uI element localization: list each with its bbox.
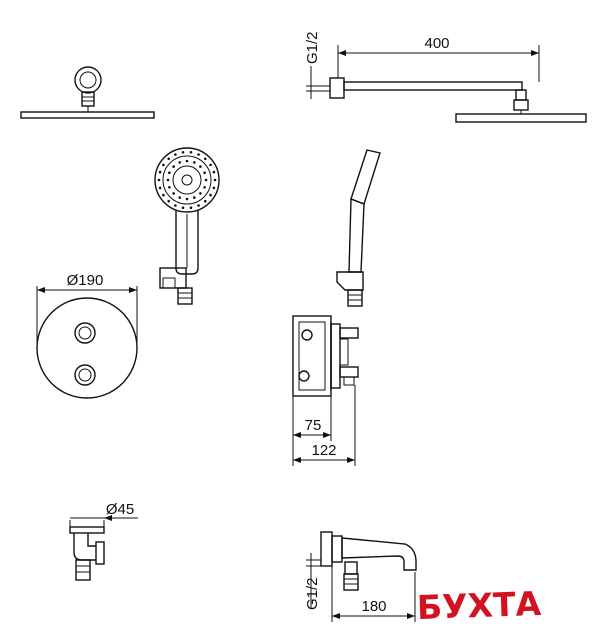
spout-thread-dimension: G1/2 [304, 553, 321, 610]
nozzle-dot [162, 163, 165, 167]
nozzle-dot [157, 178, 161, 182]
store-watermark-logo: БУХТА [416, 584, 542, 627]
nozzle-dot [197, 153, 200, 156]
arm-thread-dimension: G1/2 [304, 31, 321, 99]
nozzle-dot [203, 171, 206, 174]
nozzle-dot [174, 204, 177, 207]
nozzle-dot [213, 178, 217, 182]
box-depth-outer-label: 122 [311, 442, 336, 459]
nozzle-dot [204, 178, 208, 182]
shower-head-front-view [20, 66, 155, 119]
nozzle-dot [204, 199, 207, 203]
nozzle-dot [168, 186, 171, 189]
nozzle-dot [178, 161, 181, 164]
outlet-diameter-dimension: Ø45 [69, 501, 138, 527]
box-depth-inner-label: 75 [305, 417, 322, 434]
nozzle-dot [193, 161, 196, 164]
nozzle-dot [212, 186, 216, 190]
nozzle-dot [172, 165, 175, 168]
nozzle-dot [172, 192, 175, 195]
nozzle-dot [174, 153, 177, 156]
head-diameter-dimension: Ø190 [36, 272, 138, 348]
nozzle-dot [212, 170, 216, 174]
box-depth-dimensions: 75 122 [292, 385, 356, 466]
arm-length-label: 400 [424, 35, 449, 52]
nozzle-dot [185, 197, 189, 201]
outlet-diameter-label: Ø45 [106, 501, 134, 518]
nozzle-dot [167, 199, 170, 203]
nozzle-dot [189, 206, 193, 209]
watermark-text: БУХТА [416, 584, 542, 627]
nozzle-dot [181, 151, 185, 154]
nozzle-dot [168, 171, 171, 174]
nozzle-dot [185, 159, 189, 163]
nozzle-pattern [157, 151, 217, 209]
nozzle-dot [178, 196, 181, 199]
nozzle-dot [209, 193, 212, 197]
spout-length-label: 180 [361, 598, 386, 615]
shower-arm-side-view [321, 77, 587, 123]
arm-thread-label: G1/2 [304, 31, 321, 64]
hand-shower-front-view [154, 147, 220, 305]
arm-length-dimension: 400 [337, 35, 540, 82]
hand-shower-side-view [336, 149, 381, 307]
nozzle-dot [166, 178, 170, 182]
nozzle-dot [189, 151, 193, 154]
head-diameter-label: Ø190 [67, 272, 104, 289]
nozzle-dot [199, 192, 202, 195]
nozzle-dot [204, 157, 207, 161]
spout-length-dimension: 180 [331, 566, 416, 622]
nozzle-dot [193, 196, 196, 199]
nozzle-dot [167, 157, 170, 161]
nozzle-dot [197, 204, 200, 207]
concealed-box-side-view [292, 315, 359, 397]
hose-outlet-elbow [69, 526, 105, 581]
spout-thread-label: G1/2 [304, 577, 321, 610]
nozzle-dot [209, 163, 212, 167]
nozzle-dot [199, 165, 202, 168]
nozzle-dot [158, 170, 162, 174]
nozzle-dot [158, 186, 162, 190]
mixer-cover-plate [36, 297, 138, 399]
nozzle-dot [162, 193, 165, 197]
bath-spout [320, 531, 417, 591]
nozzle-dot [203, 186, 206, 189]
nozzle-dot [181, 206, 185, 209]
